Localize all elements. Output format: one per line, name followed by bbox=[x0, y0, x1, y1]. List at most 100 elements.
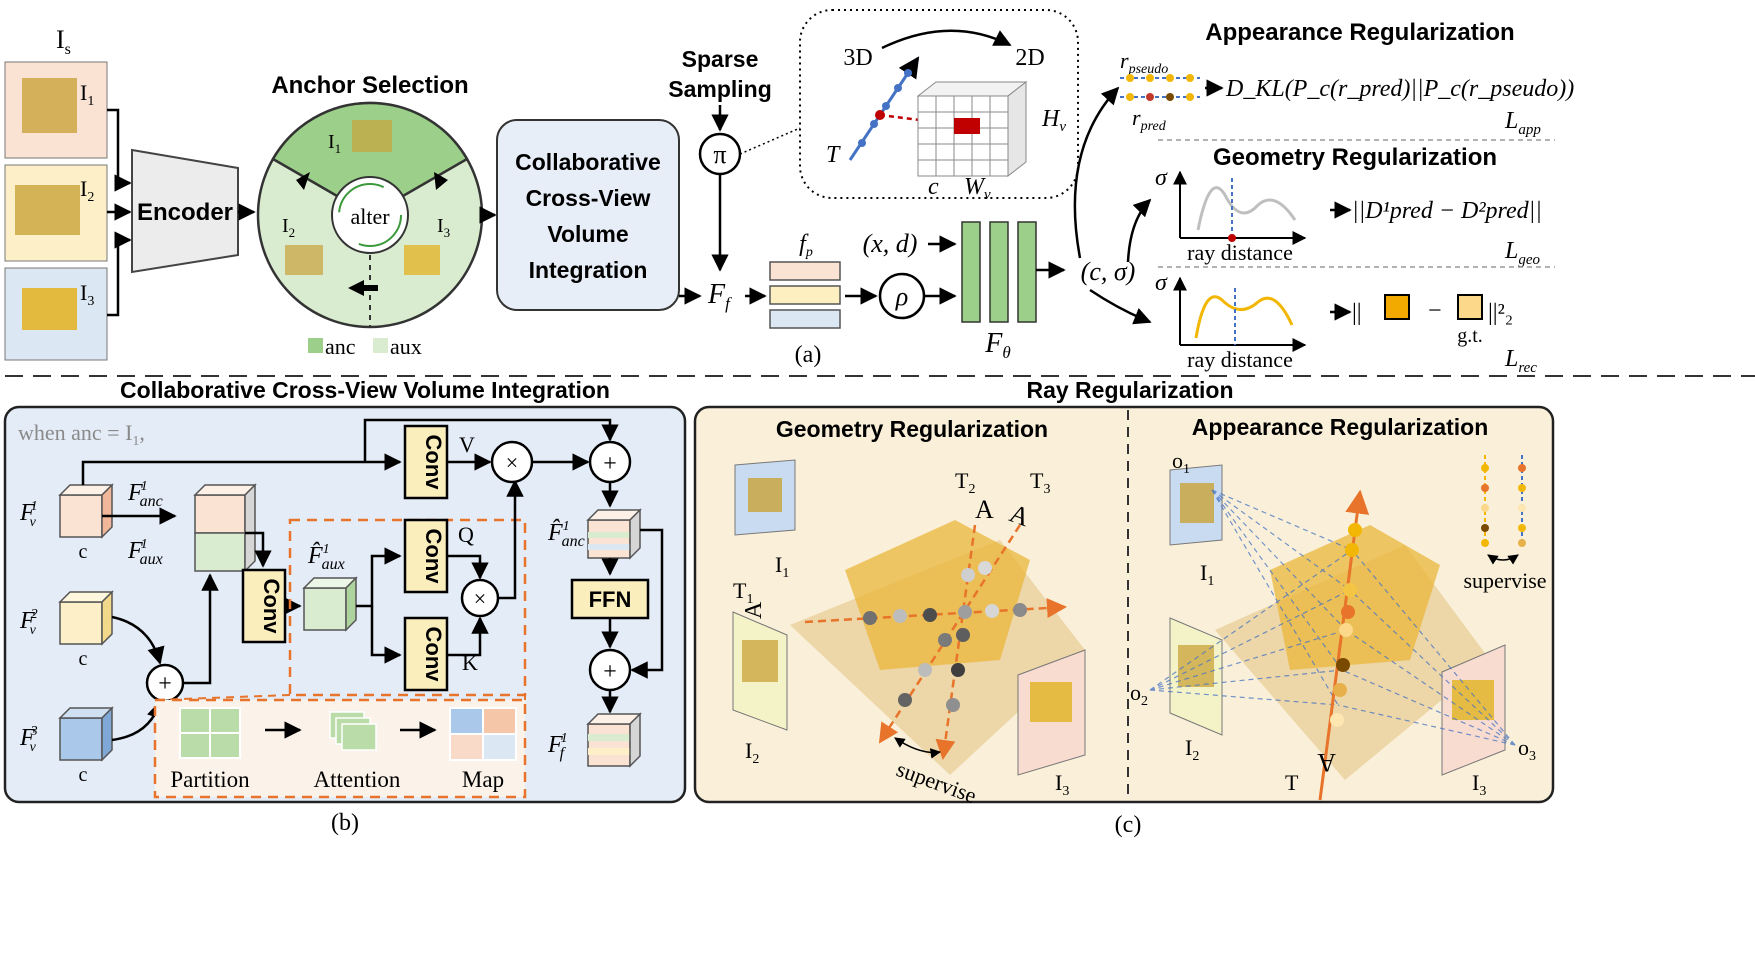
partition-grid-icon bbox=[179, 707, 241, 759]
app-supervise-label: supervise bbox=[1463, 568, 1546, 593]
anchor-selection-wheel: alter I1 I2 I3 bbox=[256, 101, 484, 329]
ray-T2 bbox=[935, 524, 977, 760]
conv-label-Q: Conv bbox=[421, 529, 446, 585]
L-app-label: Lapp bbox=[1504, 108, 1541, 138]
sparse-sampling-line-2: Sampling bbox=[668, 76, 772, 102]
L-rec-label: Lrec bbox=[1504, 346, 1537, 376]
bubble-c-label: c bbox=[928, 174, 939, 200]
r-pred-label: rpred bbox=[1132, 105, 1167, 134]
wheel-label-i1: I1 bbox=[328, 131, 341, 156]
bubble-Hv-label: Hv bbox=[1041, 106, 1066, 135]
scene-app-loader bbox=[1270, 525, 1440, 670]
conv-block-Q bbox=[403, 518, 449, 594]
bubble-Wv-label: Wv bbox=[964, 174, 991, 203]
label-c: (c) bbox=[1115, 812, 1142, 838]
bubble-3d-label: 3D bbox=[843, 45, 872, 71]
app-I2-label: I2 bbox=[1185, 735, 1199, 764]
c-sigma-output: (c, σ) bbox=[1081, 257, 1136, 286]
kl-divergence-formula: D_KL(P_c(r_pred)||P_c(r_pseudo)) bbox=[1225, 76, 1574, 102]
anchor-sector bbox=[271, 101, 469, 217]
label-b: (b) bbox=[331, 810, 359, 836]
loader-thumbnail-1 bbox=[22, 78, 77, 133]
V-label: V bbox=[459, 432, 475, 457]
input-images: Is I1 I2 I3 bbox=[4, 25, 108, 361]
scene-geo-loader bbox=[845, 520, 1030, 670]
xd-label: (x, d) bbox=[863, 229, 918, 258]
anchor-selection-title: Anchor Selection bbox=[271, 72, 468, 99]
rho-symbol: ρ bbox=[895, 282, 908, 311]
map-label: Map bbox=[462, 767, 504, 792]
density-curve-rec bbox=[1194, 295, 1294, 339]
legend-anc-swatch bbox=[308, 338, 323, 353]
ray-distance-label-2: ray distance bbox=[1187, 347, 1293, 372]
ccvi-line-4: Integration bbox=[529, 257, 648, 283]
pi-symbol: π bbox=[713, 140, 726, 169]
geometry-reg-title-top: Geometry Regularization bbox=[1213, 144, 1497, 171]
gt-label: g.t. bbox=[1457, 325, 1483, 347]
cube-Fv1 bbox=[58, 483, 114, 539]
input-set-label: Is bbox=[56, 25, 71, 58]
qk-multiply-symbol: × bbox=[474, 586, 486, 611]
rotate-arrow-left-icon bbox=[296, 172, 310, 190]
ccvi-line-3: Volume bbox=[547, 221, 628, 247]
alter-cycle-icon bbox=[338, 183, 402, 247]
point-feature-stack bbox=[769, 261, 841, 329]
residual-add-symbol-2: + bbox=[603, 659, 617, 685]
feature-volume-grid bbox=[916, 80, 1028, 178]
v-multiply-symbol: × bbox=[506, 450, 518, 475]
mlp-F-theta bbox=[961, 221, 1037, 323]
app-T-label: T bbox=[1285, 770, 1299, 795]
legend-anc-label: anc bbox=[325, 334, 356, 359]
fp-label: fp bbox=[799, 231, 813, 260]
cube-Fv2 bbox=[58, 590, 114, 646]
attention-region-outline bbox=[288, 518, 527, 697]
ray-distance-label-1: ray distance bbox=[1187, 240, 1293, 265]
supervise-ray-pair bbox=[1481, 455, 1526, 565]
map-grid-icon bbox=[449, 707, 517, 761]
legend-aux-label: aux bbox=[390, 334, 422, 359]
panel-c-title: Ray Regularization bbox=[1026, 377, 1233, 403]
input-connectors bbox=[107, 108, 132, 317]
Fv2-c: c bbox=[79, 648, 88, 670]
cube-F-anc-aux bbox=[193, 483, 257, 573]
rec-formula-close: ||²₂ bbox=[1488, 300, 1513, 326]
partition-label: Partition bbox=[170, 767, 250, 792]
bubble-T-label: T bbox=[826, 142, 841, 168]
app-I3-label: I3 bbox=[1472, 770, 1486, 799]
camera-T2-icon: A bbox=[975, 495, 994, 524]
sum-aux-symbol: + bbox=[158, 671, 172, 697]
Q-label: Q bbox=[458, 522, 474, 547]
when-anc-label: when anc = I1, bbox=[18, 420, 145, 449]
sigma-axis-label-2: σ bbox=[1155, 270, 1168, 296]
panel-b-title: Collaborative Cross-View Volume Integrat… bbox=[120, 377, 610, 403]
geo-I2-label: I2 bbox=[745, 738, 759, 767]
ccvi-block bbox=[496, 119, 680, 311]
rotate-arrow-bottom-icon bbox=[348, 280, 364, 296]
attention-stack-icon bbox=[329, 711, 377, 751]
Fv1-c: c bbox=[79, 541, 88, 563]
rotate-arrow-right-icon bbox=[434, 172, 448, 190]
loader-thumbnail-3 bbox=[22, 288, 77, 330]
panel-c-geo-title: Geometry Regularization bbox=[776, 416, 1048, 442]
geo-T2-label: T2 bbox=[955, 468, 975, 497]
ccvi-line-2: Cross-View bbox=[526, 185, 651, 211]
encoder-block bbox=[131, 148, 239, 274]
sigma-axis-label-1: σ bbox=[1155, 165, 1168, 191]
label-a: (a) bbox=[795, 342, 822, 368]
ffn-label: FFN bbox=[589, 587, 632, 612]
geo-T3-label: T3 bbox=[1030, 468, 1050, 497]
geo-sample-points bbox=[863, 561, 1027, 712]
app-sample-points bbox=[1330, 523, 1362, 727]
conv-label-K: Conv bbox=[421, 627, 446, 683]
app-o2-label: o2 bbox=[1130, 680, 1148, 709]
image-2-label: I2 bbox=[80, 176, 94, 205]
cube-Fv3 bbox=[58, 706, 114, 762]
image-1-label: I1 bbox=[80, 80, 94, 109]
ccvi-line-1: Collaborative bbox=[515, 149, 661, 175]
